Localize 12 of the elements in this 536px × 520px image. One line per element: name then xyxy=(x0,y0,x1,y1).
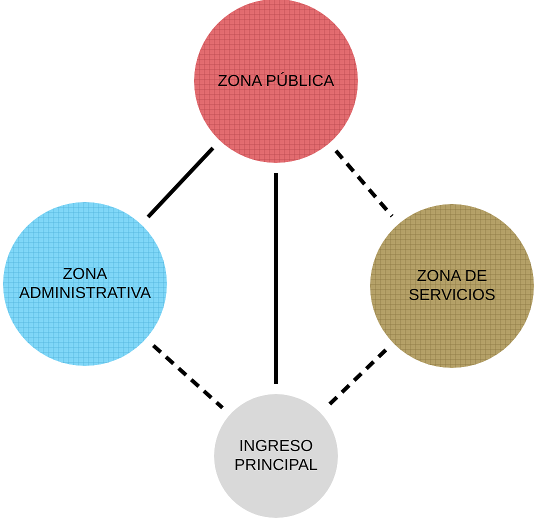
zone-circle xyxy=(3,202,167,366)
connector-line xyxy=(152,344,224,410)
connector-line xyxy=(274,173,278,384)
zone-circle xyxy=(370,204,534,368)
connector-line xyxy=(334,150,394,218)
zone-circle xyxy=(214,394,338,518)
zone-label: ZONA ADMINISTRATIVA xyxy=(18,265,152,303)
zone-label: ZONA PÚBLICA xyxy=(218,72,334,90)
zone-label: ZONA DE SERVICIOS xyxy=(408,267,496,305)
connector-line xyxy=(326,348,388,408)
connector-line xyxy=(146,146,214,218)
zone-label: INGRESO PRINCIPAL xyxy=(233,437,319,475)
